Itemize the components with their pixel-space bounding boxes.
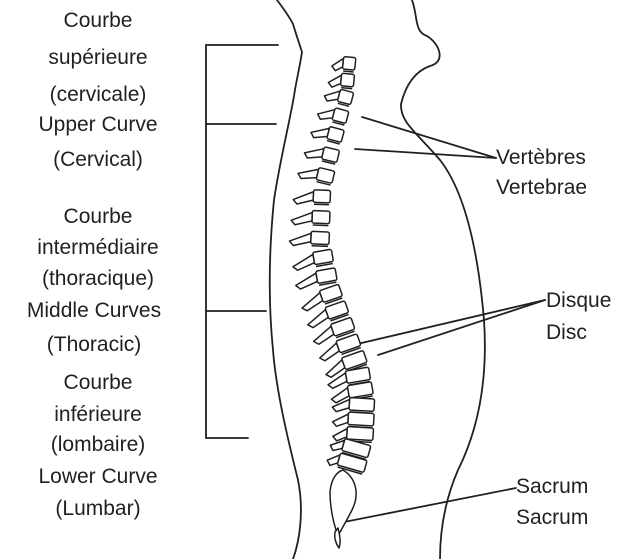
- disc-line: [312, 246, 328, 247]
- vertebrae-leader-2: [355, 149, 496, 158]
- spinous-process: [332, 413, 348, 427]
- back-outline: [270, 0, 302, 559]
- spinous-process: [289, 232, 311, 246]
- vertebral-body: [345, 367, 370, 383]
- vertebral-body: [347, 427, 374, 441]
- spinous-process: [311, 326, 335, 345]
- vertebral-body: [312, 211, 330, 224]
- vertebra: [303, 143, 339, 165]
- vertebral-body: [340, 73, 354, 87]
- vertebra: [289, 230, 329, 246]
- vertebral-body: [313, 249, 334, 265]
- sacrum-label-fr: Sacrum: [516, 472, 588, 502]
- vertebrae-label-fr: Vertèbres: [496, 143, 586, 173]
- lower-curve-fr-line1: Courbe: [64, 368, 133, 398]
- vertebra: [293, 189, 331, 205]
- vertebra: [332, 411, 374, 428]
- vertebral-body: [348, 412, 374, 426]
- disc-label-fr: Disque: [546, 286, 611, 316]
- middle-curve-fr-line2: intermédiaire: [37, 233, 158, 263]
- upper-curve-fr-line1: Courbe: [64, 6, 133, 36]
- lower-curve-en-line1: Lower Curve: [38, 462, 157, 492]
- spinous-process: [291, 212, 312, 226]
- sacrum-leader: [344, 488, 516, 522]
- lower-curve-en-line2: (Lumbar): [55, 494, 140, 524]
- spinous-process: [303, 145, 323, 162]
- sacrum-shape: [330, 470, 356, 536]
- vertebral-body: [316, 268, 338, 284]
- vertebra: [291, 210, 330, 226]
- vertebrae-label-en: Vertebrae: [496, 173, 587, 203]
- upper-curve-fr-line2: supérieure: [48, 43, 147, 73]
- disc-line: [313, 225, 329, 226]
- disc-leader-2: [378, 300, 545, 355]
- lower-curve-fr-line2: inférieure: [54, 400, 142, 430]
- coccyx-shape: [335, 528, 340, 548]
- vertebra: [310, 122, 344, 145]
- vertebrae-leader-1: [362, 117, 496, 158]
- disc-leader-1: [353, 300, 545, 345]
- vertebral-body: [342, 57, 355, 71]
- spinous-process: [299, 293, 324, 312]
- spinous-process: [297, 165, 318, 182]
- spinous-process: [293, 191, 314, 205]
- spinous-process: [294, 273, 318, 290]
- disc-line: [314, 204, 329, 205]
- spinous-process: [305, 310, 330, 329]
- vertebral-body: [313, 190, 330, 203]
- middle-curve-en-line2: (Thoracic): [47, 330, 142, 360]
- sacrum-label-en: Sacrum: [516, 503, 588, 533]
- upper-curve-en-line2: (Cervical): [53, 145, 143, 175]
- middle-curve-en-line1: Middle Curves: [27, 296, 161, 326]
- disc-line: [341, 88, 352, 89]
- vertebra: [331, 55, 355, 72]
- upper-curve-fr-line3: (cervicale): [50, 80, 147, 110]
- spinous-process: [331, 57, 343, 71]
- vertebra: [291, 249, 334, 271]
- vertebra: [328, 72, 355, 89]
- middle-curve-fr-line3: (thoracique): [42, 264, 154, 294]
- spinous-process: [291, 254, 315, 271]
- sacrum-bone: [330, 470, 356, 548]
- spine-column: [289, 55, 374, 474]
- lower-curve-fr-line3: (lombaire): [51, 430, 146, 460]
- front-outline: [401, 0, 485, 559]
- vertebral-body: [311, 231, 330, 244]
- disc-label-en: Disc: [546, 318, 587, 348]
- vertebra: [297, 163, 335, 186]
- middle-curve-fr-line1: Courbe: [64, 202, 133, 232]
- spinous-process: [328, 74, 342, 88]
- spinous-process: [310, 124, 329, 141]
- upper-curve-en-line1: Upper Curve: [38, 110, 157, 140]
- vertebra: [317, 104, 349, 126]
- disc-line: [343, 71, 353, 72]
- vertebral-body: [349, 397, 375, 411]
- spinous-process: [317, 343, 341, 362]
